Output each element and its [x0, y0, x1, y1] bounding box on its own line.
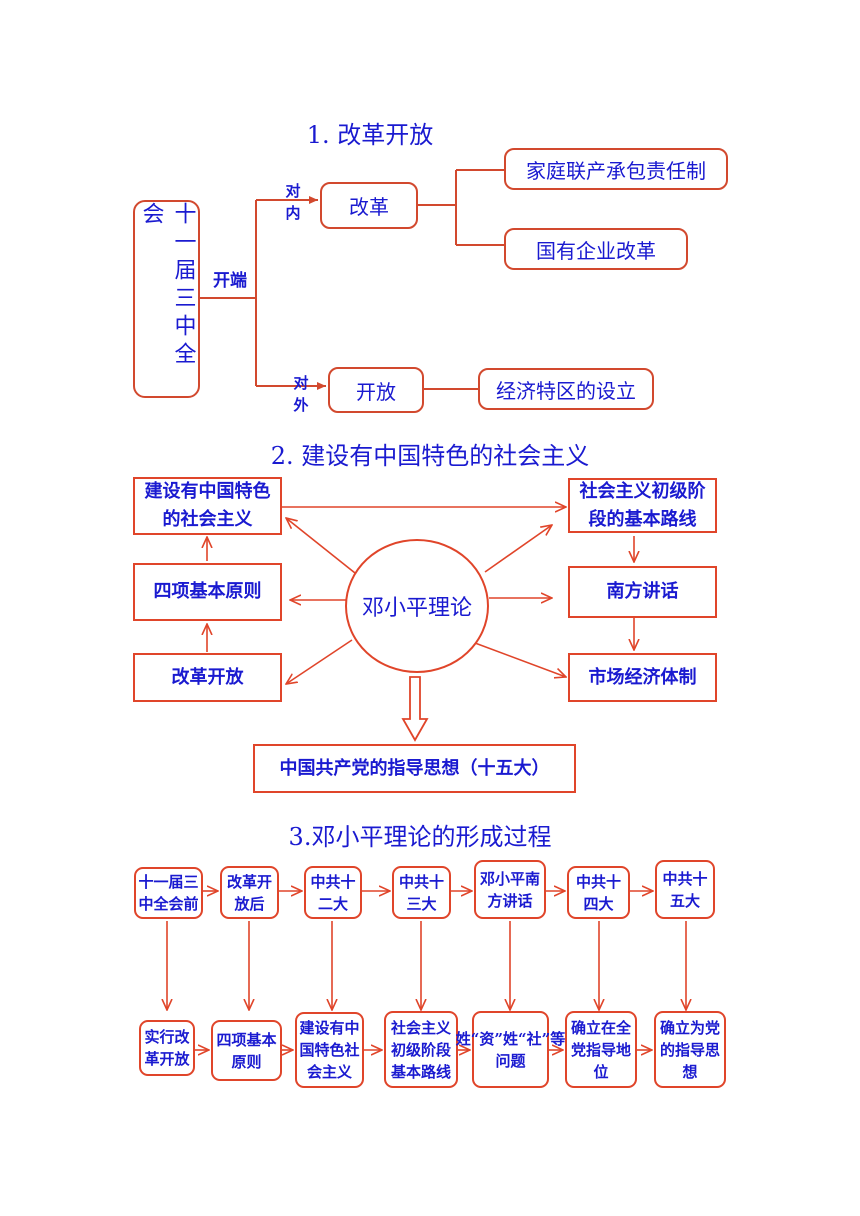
node-socialism: 建设有中国特色的社会主义 — [133, 477, 282, 535]
node-basic-line: 社会主义初级阶段的基本路线 — [568, 478, 717, 533]
stage-box: 邓小平南方讲话 — [474, 860, 546, 919]
result-box: 社会主义初级阶段基本路线 — [384, 1011, 458, 1088]
reform-item-household: 家庭联产承包责任制 — [504, 148, 728, 190]
root-node-label: 十一届三中全会 — [138, 202, 196, 370]
outer-label-text: 对外 — [293, 374, 309, 414]
section2-title: 2. 建设有中国特色的社会主义 — [270, 442, 590, 470]
node-south-talk: 南方讲话 — [568, 566, 717, 618]
section1-title: 1. 改革开放 — [306, 121, 434, 149]
node-principles: 四项基本原则 — [133, 563, 282, 621]
center-circle-label: 邓小平理论 — [361, 596, 472, 621]
node-market: 市场经济体制 — [568, 653, 717, 702]
reform-node: 改革 — [320, 182, 418, 229]
result-box: 姓“资”姓“社”等问题 — [456, 1011, 565, 1088]
inner-label-text: 对内 — [285, 182, 301, 222]
stage-box: 中共十四大 — [567, 866, 630, 919]
stage-box: 中共十二大 — [304, 866, 362, 919]
node-guiding-thought: 中国共产党的指导思想（十五大） — [253, 744, 576, 793]
stage-box: 改革开放后 — [220, 866, 279, 919]
result-box: 四项基本原则 — [211, 1020, 282, 1081]
stage-box: 中共十五大 — [655, 860, 715, 919]
inner-label: 对内 — [282, 180, 304, 224]
stage-box: 中共十三大 — [392, 866, 451, 919]
node-reform-opening: 改革开放 — [133, 653, 282, 702]
reform-item-soe: 国有企业改革 — [504, 228, 688, 270]
result-box: 确立在全党指导地位 — [565, 1011, 637, 1088]
outer-label: 对外 — [290, 372, 312, 416]
result-box: 实行改革开放 — [139, 1020, 195, 1076]
root-node: 十一届三中全会 — [133, 200, 200, 398]
result-box: 建设有中国特色社会主义 — [295, 1012, 364, 1088]
start-label: 开端 — [213, 271, 247, 291]
section3-title: 3.邓小平理论的形成过程 — [288, 823, 552, 851]
opening-item-sez: 经济特区的设立 — [478, 368, 654, 410]
result-box: 确立为党的指导思想 — [654, 1011, 726, 1088]
center-circle: 邓小平理论 — [345, 539, 489, 673]
opening-node: 开放 — [328, 367, 424, 413]
stage-box: 十一届三中全会前 — [134, 867, 203, 919]
